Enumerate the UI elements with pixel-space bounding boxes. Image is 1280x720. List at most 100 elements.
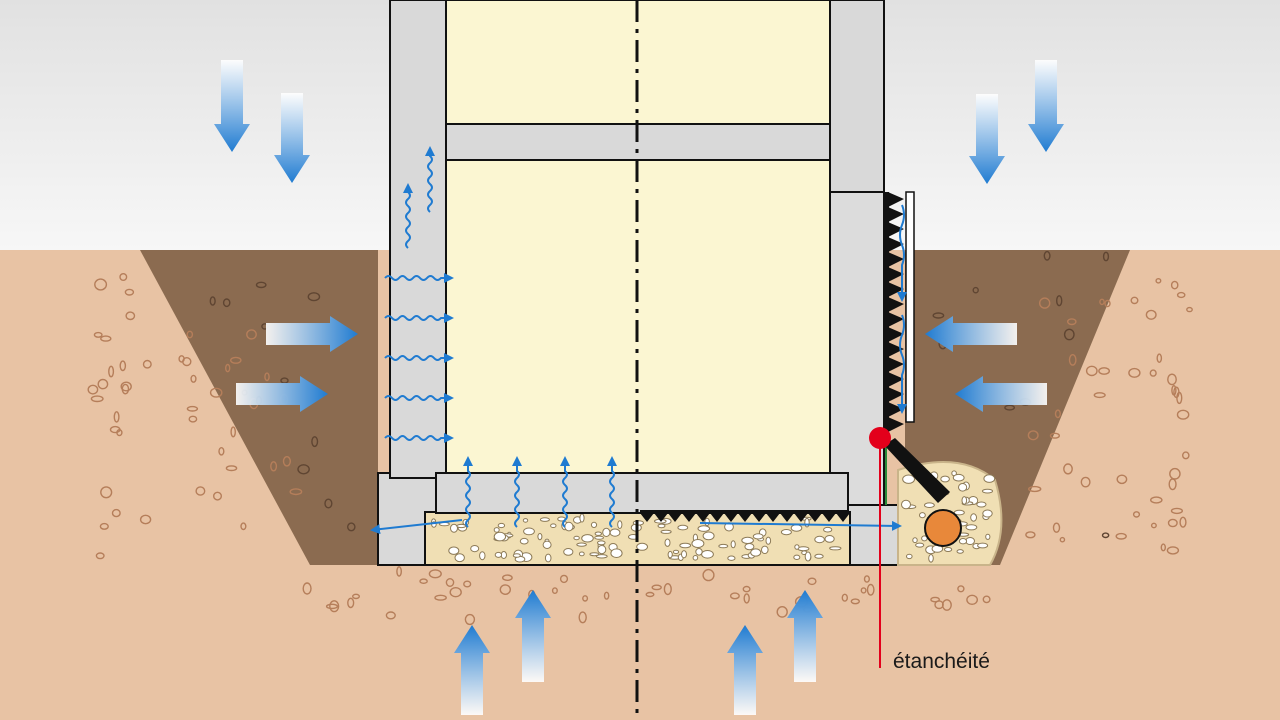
pebble xyxy=(230,426,236,438)
pebble xyxy=(222,298,231,308)
capillary-arrow-icon xyxy=(463,456,473,528)
pebble xyxy=(87,384,99,395)
pebble xyxy=(1063,463,1073,475)
pebble xyxy=(1160,543,1167,552)
pebble xyxy=(347,597,355,609)
gravel-stone xyxy=(985,533,991,540)
pebble xyxy=(1055,295,1063,307)
gravel-stone xyxy=(704,517,710,527)
gravel-stone xyxy=(597,545,607,555)
gravel-stone xyxy=(982,509,993,518)
pebble xyxy=(90,395,104,403)
pebble xyxy=(807,577,817,586)
pebble xyxy=(972,286,979,294)
vapour-arrow-icon xyxy=(403,183,413,249)
gravel-stone xyxy=(924,502,935,509)
gravel-stone xyxy=(752,533,764,540)
pebble xyxy=(93,331,103,338)
pebble xyxy=(297,464,310,475)
pebble xyxy=(125,311,136,321)
gravel-stone xyxy=(576,542,587,547)
pebble xyxy=(1043,250,1051,261)
gravel-stone xyxy=(797,546,810,552)
waterproofing-label: étanchéité xyxy=(893,650,990,673)
gravel-stone xyxy=(814,535,825,544)
pebble xyxy=(449,587,462,598)
gravel-stone xyxy=(664,538,671,547)
gravel-stone xyxy=(727,555,736,561)
gravel-stone xyxy=(579,513,585,523)
gravel-stone xyxy=(902,474,915,484)
gravel-stone xyxy=(563,548,574,556)
gravel-stone xyxy=(512,553,521,558)
pebble xyxy=(582,595,589,602)
pebble xyxy=(1093,392,1106,399)
gravel-stone xyxy=(691,539,705,548)
gravel-stone xyxy=(794,544,800,550)
pebble xyxy=(1130,296,1139,305)
pebble xyxy=(1128,367,1141,378)
pebble xyxy=(463,580,472,588)
moisture-arrows xyxy=(214,60,1064,715)
pebble xyxy=(209,387,223,398)
pebble xyxy=(385,611,396,620)
pebble xyxy=(1004,404,1015,411)
pebble xyxy=(1052,522,1061,533)
pebble xyxy=(289,488,303,496)
gravel-stone xyxy=(617,520,623,529)
pebble xyxy=(1038,297,1051,309)
pebble xyxy=(743,593,750,604)
gravel-stone xyxy=(692,555,699,561)
pebble xyxy=(1101,532,1110,539)
pebble xyxy=(109,425,121,434)
right-wall-lower xyxy=(829,191,885,506)
soil-water-arrow-icon xyxy=(955,376,1047,412)
rain-arrow-icon xyxy=(1028,60,1064,152)
pebble xyxy=(99,522,109,530)
gravel-stones xyxy=(431,513,842,563)
gravel-stone xyxy=(497,522,506,529)
pebble xyxy=(209,296,216,306)
gravel-stone xyxy=(952,473,965,482)
gravel-stone xyxy=(594,535,604,540)
gravel-stone xyxy=(958,483,968,492)
pebble xyxy=(1176,291,1186,299)
gravel-stone xyxy=(919,512,926,519)
groundwater-arrow-icon xyxy=(515,590,551,682)
pebble xyxy=(97,378,109,390)
gravel-stone xyxy=(915,542,925,548)
vapour-arrow-icon xyxy=(425,146,435,213)
pebble xyxy=(603,591,610,600)
gravel-stone xyxy=(550,523,557,529)
gravel-stone xyxy=(982,488,993,494)
gravel-stone xyxy=(958,538,968,545)
pebble xyxy=(329,600,340,613)
pebble xyxy=(1115,532,1127,540)
pebble xyxy=(218,446,225,456)
gravel-stone xyxy=(667,550,673,559)
gravel-stone xyxy=(539,517,550,522)
capillary-arrow-icon xyxy=(384,353,454,363)
capillary-arrow-icon xyxy=(512,456,522,528)
pebble xyxy=(1025,531,1036,539)
gravel-stone xyxy=(493,527,500,533)
soil-water-arrow-icon xyxy=(266,316,358,352)
pebble xyxy=(325,603,339,610)
pebble xyxy=(94,278,108,291)
gravel-stone xyxy=(965,524,978,531)
pebble xyxy=(1155,277,1162,284)
groundwater-arrow-icon xyxy=(727,625,763,715)
gravel-stone xyxy=(829,546,842,551)
rain-arrow-icon xyxy=(969,94,1005,184)
pebble xyxy=(1102,251,1110,262)
pebble xyxy=(113,411,120,423)
pebble xyxy=(307,292,321,302)
pebble xyxy=(434,594,447,601)
membrane-sheet xyxy=(640,510,848,514)
pebble xyxy=(1170,280,1179,290)
pebble xyxy=(282,455,292,467)
pebble xyxy=(663,582,672,596)
pebble xyxy=(966,594,978,605)
pebble xyxy=(1170,507,1184,515)
pebble xyxy=(119,273,128,282)
